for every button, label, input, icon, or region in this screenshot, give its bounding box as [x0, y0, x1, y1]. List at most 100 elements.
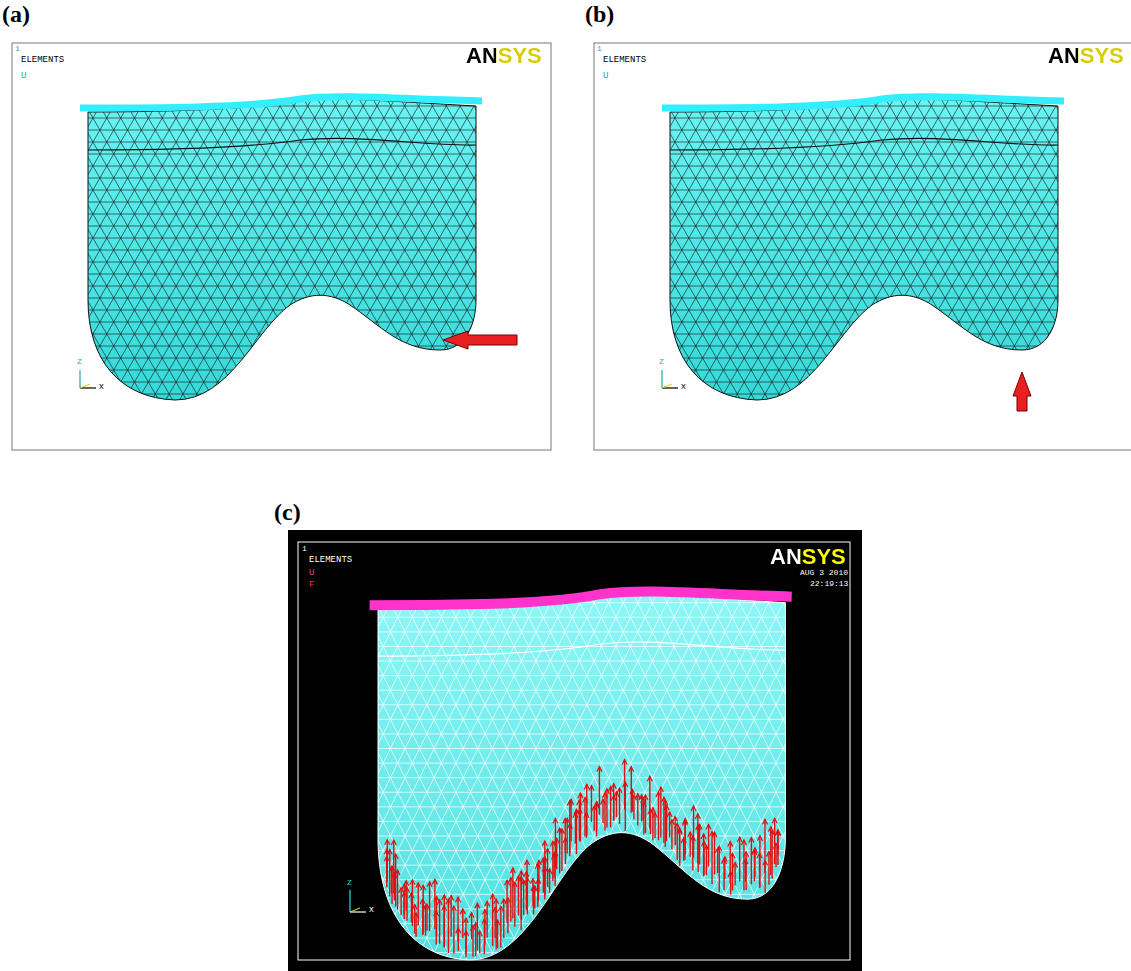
force-arrow — [732, 853, 733, 890]
force-arrowhead — [749, 838, 754, 843]
mesh-line — [0, 66, 178, 793]
mesh-line — [361, 0, 781, 446]
mesh-line — [425, 292, 866, 971]
mesh-line — [414, 299, 855, 971]
mesh-line — [139, 413, 1021, 414]
force-arrowhead — [485, 901, 490, 906]
mesh-line — [686, 117, 1127, 971]
mesh-line — [442, 58, 1131, 59]
force-arrow — [602, 799, 603, 823]
force-arrow — [497, 920, 498, 948]
force-arrowhead — [663, 800, 668, 805]
force-arrow — [503, 899, 504, 938]
mesh-line — [953, 60, 1131, 787]
force-arrow — [730, 842, 731, 884]
mesh-line — [610, 503, 1051, 971]
mesh-line — [442, 94, 1131, 95]
force-arrow — [547, 849, 548, 887]
mesh-line — [0, 178, 700, 179]
force-arrow — [552, 841, 553, 881]
mesh-line — [891, 0, 1131, 476]
mesh-line — [442, 538, 1131, 539]
mesh-line — [442, 250, 1131, 251]
mesh-line — [0, 394, 700, 395]
symbol-key: U — [309, 569, 314, 578]
mesh-line — [442, 70, 1131, 71]
force-arrowhead — [772, 818, 777, 823]
mesh-line — [662, 0, 1082, 620]
force-arrowhead — [766, 852, 771, 857]
mesh-line — [0, 382, 700, 383]
mesh-line — [442, 334, 1131, 335]
force-arrow — [671, 820, 672, 849]
mesh-line — [43, 124, 484, 971]
mesh-line — [632, 153, 1073, 971]
mesh-line — [735, 0, 1131, 566]
mesh-line — [309, 0, 729, 476]
force-arrowhead — [384, 856, 389, 861]
mesh-line — [60, 0, 480, 608]
force-arrowhead — [582, 798, 587, 803]
mesh-line — [475, 0, 895, 512]
axis-label: Z — [346, 879, 353, 887]
force-arrowhead — [584, 813, 589, 818]
force-arrowhead — [622, 760, 627, 765]
mesh-line — [0, 202, 700, 203]
force-arrowhead — [410, 880, 415, 885]
mesh-line — [359, 336, 800, 971]
force-arrowhead — [630, 789, 635, 794]
mesh-line — [517, 0, 937, 536]
force-arrowhead — [498, 906, 503, 911]
mesh-line — [86, 153, 527, 971]
mesh-line — [849, 0, 1131, 727]
mesh-line — [621, 511, 1062, 971]
fixed-constraint — [662, 97, 1064, 108]
force-arrow — [418, 883, 419, 926]
mesh-line — [442, 370, 1131, 371]
mesh-line — [139, 354, 1021, 355]
mesh-line — [139, 544, 1021, 545]
mesh-line — [442, 430, 1131, 431]
mesh-line — [442, 202, 1131, 203]
software-logo: ANSYS — [770, 546, 846, 568]
mesh-line — [442, 478, 1131, 479]
mesh-line — [442, 586, 1131, 587]
force-arrowhead — [442, 906, 447, 911]
force-arrowhead — [532, 886, 537, 891]
mesh-line — [490, 423, 931, 971]
axis-triad — [350, 890, 366, 912]
mesh-line — [139, 763, 1021, 764]
mesh-line — [0, 166, 700, 167]
force-arrow — [703, 841, 704, 875]
force-arrowhead — [451, 906, 456, 911]
mesh-line — [0, 430, 700, 431]
force-arrow — [565, 838, 566, 864]
mesh-line — [566, 197, 1007, 971]
femoral-component — [88, 99, 476, 400]
mesh-line — [442, 130, 1131, 131]
mesh-line — [108, 168, 549, 971]
mesh-line — [621, 0, 1041, 596]
force-arrow — [412, 880, 413, 926]
axis-triad — [662, 370, 678, 388]
mesh-line — [139, 733, 1021, 734]
mesh-line — [139, 398, 1021, 399]
mesh-line — [139, 325, 1021, 326]
force-arrow — [714, 832, 715, 874]
mesh-line — [548, 0, 968, 554]
force-arrow — [510, 878, 511, 922]
force-arrowhead — [600, 799, 605, 804]
force-arrowhead — [569, 799, 574, 804]
mesh-line — [435, 285, 876, 971]
mesh-line — [442, 82, 1131, 83]
force-arrowhead — [530, 879, 535, 884]
force-arrow — [666, 805, 667, 841]
mesh-line — [0, 154, 700, 155]
mesh-line — [337, 350, 778, 971]
mesh-line — [139, 558, 1021, 559]
mesh-line — [621, 161, 1062, 971]
mesh-line — [600, 0, 1020, 584]
mesh-line — [381, 350, 822, 971]
mesh-line — [0, 298, 700, 299]
mesh-line — [97, 161, 538, 971]
